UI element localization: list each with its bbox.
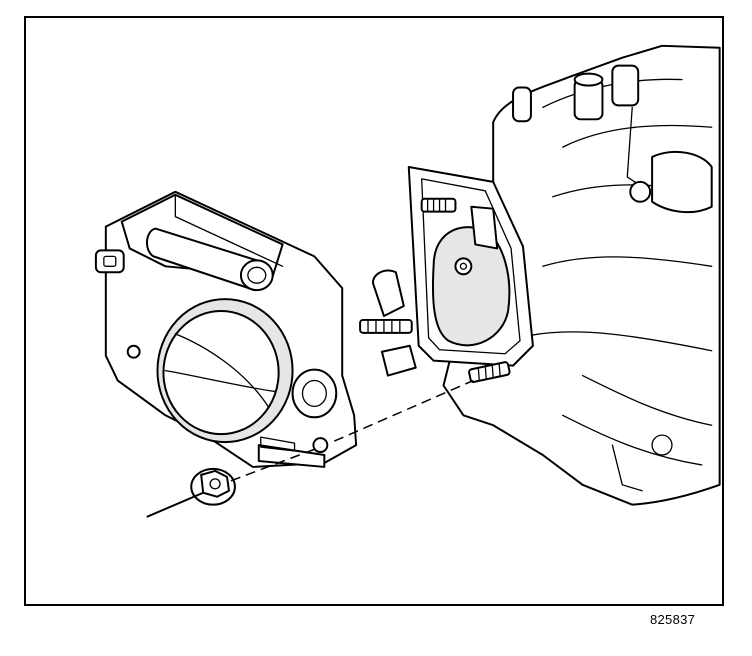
stud-threads [426, 198, 447, 213]
manifold-ear-lower [380, 344, 417, 377]
mounting-slot [260, 436, 296, 452]
hose-outlet [651, 150, 713, 214]
flange-nut [190, 467, 236, 506]
throttle-motor-shaft [247, 266, 267, 284]
tps-cap [301, 379, 327, 407]
manifold-runner [527, 331, 713, 352]
mounting-bolt-hole [312, 437, 329, 454]
manifold-flange [407, 165, 534, 367]
mounting-stud-lower-left [359, 318, 413, 334]
throttle-motor-end [239, 259, 274, 292]
throttle-plate-edge [164, 369, 276, 393]
manifold-rib [562, 414, 703, 466]
hose-fitting [629, 180, 652, 203]
actuator-cover-edge [174, 194, 284, 267]
stud-threads [367, 319, 401, 334]
throttle-plate-edge [174, 333, 270, 408]
manifold-runner [542, 256, 713, 267]
alignment-line-stud [333, 379, 474, 442]
flange-gasket-edge [421, 178, 521, 355]
manifold-runner [562, 124, 713, 148]
mounting-ear [257, 444, 326, 468]
stud-shank [420, 197, 457, 213]
throttle-bore-inner [162, 310, 280, 436]
nut-bore [209, 478, 221, 490]
manifold-bracket [611, 444, 643, 492]
sensor-housing [611, 64, 640, 107]
mounting-stud-lower-right [468, 361, 511, 383]
stud-threads [477, 362, 501, 382]
alignment-line-through [230, 446, 321, 482]
throttle-position-sensor [291, 368, 338, 419]
flange-bolt-hole-center [459, 262, 468, 270]
stud-shank [359, 318, 413, 334]
flange-tab [470, 205, 499, 250]
throttle-body [94, 190, 358, 468]
mounting-lug-hole [126, 344, 141, 359]
vacuum-fitting [512, 86, 532, 123]
flange-bolt-hole [454, 257, 473, 276]
manifold-ear [372, 269, 405, 317]
mounting-stud-upper [420, 197, 457, 213]
diagram-frame [24, 16, 724, 606]
connector-latch [103, 255, 117, 267]
electrical-connector [94, 249, 125, 274]
manifold-boss [651, 434, 673, 456]
intake-manifold [442, 44, 721, 506]
intake-bore [431, 226, 511, 347]
exploded-view-illustration [94, 44, 721, 518]
sensor-cap [573, 72, 604, 87]
manifold-rib [581, 374, 713, 426]
alignment-line-nut [146, 491, 205, 518]
manifold-runner [542, 78, 683, 109]
nut-hex [200, 469, 230, 498]
figure-id-label: 825837 [650, 612, 696, 627]
